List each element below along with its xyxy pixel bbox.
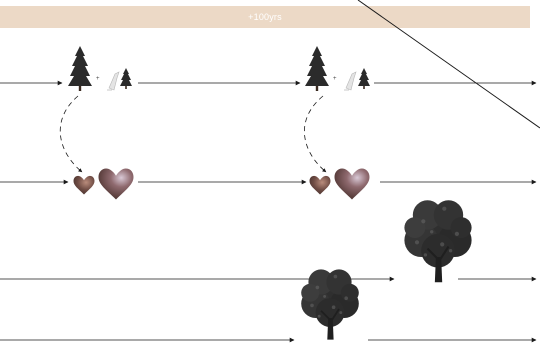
small-conifer-icon <box>120 68 132 89</box>
svg-text:+: + <box>333 76 337 82</box>
heart-icon <box>98 168 134 200</box>
svg-text:+: + <box>96 76 100 82</box>
conifer-tree-icon <box>305 46 329 91</box>
oak-tree-icon <box>403 199 473 284</box>
heart-icon <box>334 168 370 200</box>
oak-tree-icon <box>300 268 360 341</box>
small-conifer-icon <box>358 68 370 89</box>
timeline-header-label: +100yrs <box>248 12 282 22</box>
heart-icon <box>309 175 331 195</box>
hand-tool-icon <box>106 71 120 91</box>
dashed-arrow-2 <box>304 95 327 173</box>
conifer-tree-icon <box>68 46 92 91</box>
heart-icon <box>73 175 95 195</box>
hand-tool-icon <box>343 71 357 91</box>
dashed-arrow-1 <box>59 95 83 173</box>
timeline-header-band <box>0 6 530 28</box>
